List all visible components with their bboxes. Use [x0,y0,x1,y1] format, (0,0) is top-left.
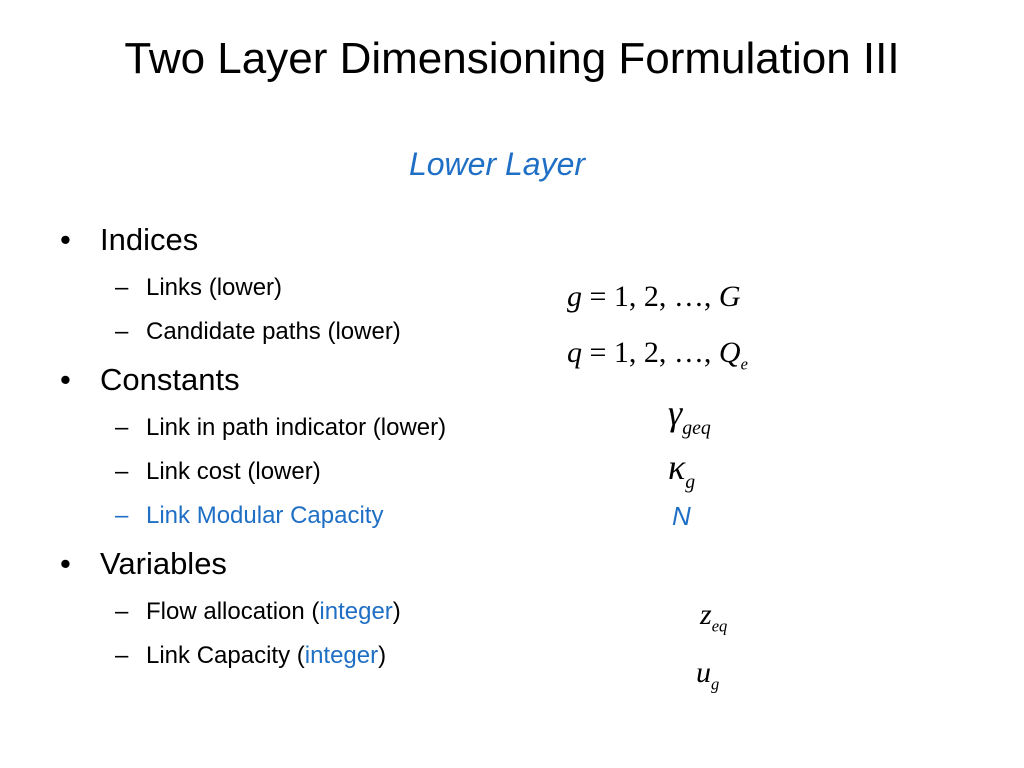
dash-marker: – [115,598,129,625]
math-z: zeq [700,598,728,636]
math-kappa: κg [668,446,695,492]
dash-marker: – [115,642,129,669]
bullet-marker: • [60,546,71,581]
math-var: g [567,280,582,313]
math-gamma: γgeq [668,392,711,438]
math-subscript: eq [711,616,728,636]
math-q-range: q = 1, 2, …, Qe [567,336,748,374]
item-text: Flow allocation (integer) [146,598,401,626]
math-u: ug [696,656,720,694]
math-n: N [672,501,691,531]
math-equals: = [589,280,607,313]
integer-highlight: integer [319,598,393,625]
kappa-symbol: κ [668,447,686,487]
math-equals: = [589,336,607,369]
math-subscript: e [740,354,748,374]
math-upper: Q [718,336,741,369]
dash-marker: – [115,458,129,485]
item-text: Link cost (lower) [146,458,321,485]
slide-subtitle: Lower Layer [408,146,586,182]
dash-marker: – [115,274,129,301]
gamma-symbol: γ [668,393,683,433]
dash-marker: – [115,318,129,345]
item-text: Candidate paths (lower) [146,318,401,345]
item-text: Link Capacity (integer) [146,642,386,670]
math-var: q [567,336,582,369]
item-text: Links (lower) [146,274,283,301]
dash-marker: – [115,502,129,529]
item-text-end: ) [378,642,387,669]
math-upper: G [718,280,741,313]
item-text: Link in path indicator (lower) [146,414,447,441]
bullet-label: Variables [100,546,227,581]
dash-marker: – [115,414,129,441]
math-subscript: g [685,470,696,493]
integer-highlight: integer [304,642,379,669]
math-list: 1, 2, …, [613,280,719,313]
math-g-range: g = 1, 2, …, G [567,280,741,314]
bullet-marker: • [60,222,71,257]
item-text: Link Modular Capacity [146,502,384,529]
math-list: 1, 2, …, [613,336,719,369]
math-subscript: geq [682,416,711,439]
item-text-end: ) [392,598,401,625]
math-subscript: g [711,674,720,694]
u-symbol: u [696,656,711,689]
bullet-label: Constants [100,362,240,397]
bullet-label: Indices [100,222,199,257]
bullet-marker: • [60,362,71,397]
item-text-start: Link Capacity ( [146,642,305,669]
z-symbol: z [700,598,712,631]
slide-title: Two Layer Dimensioning Formulation III [124,34,900,83]
item-text-start: Flow allocation ( [146,598,320,625]
